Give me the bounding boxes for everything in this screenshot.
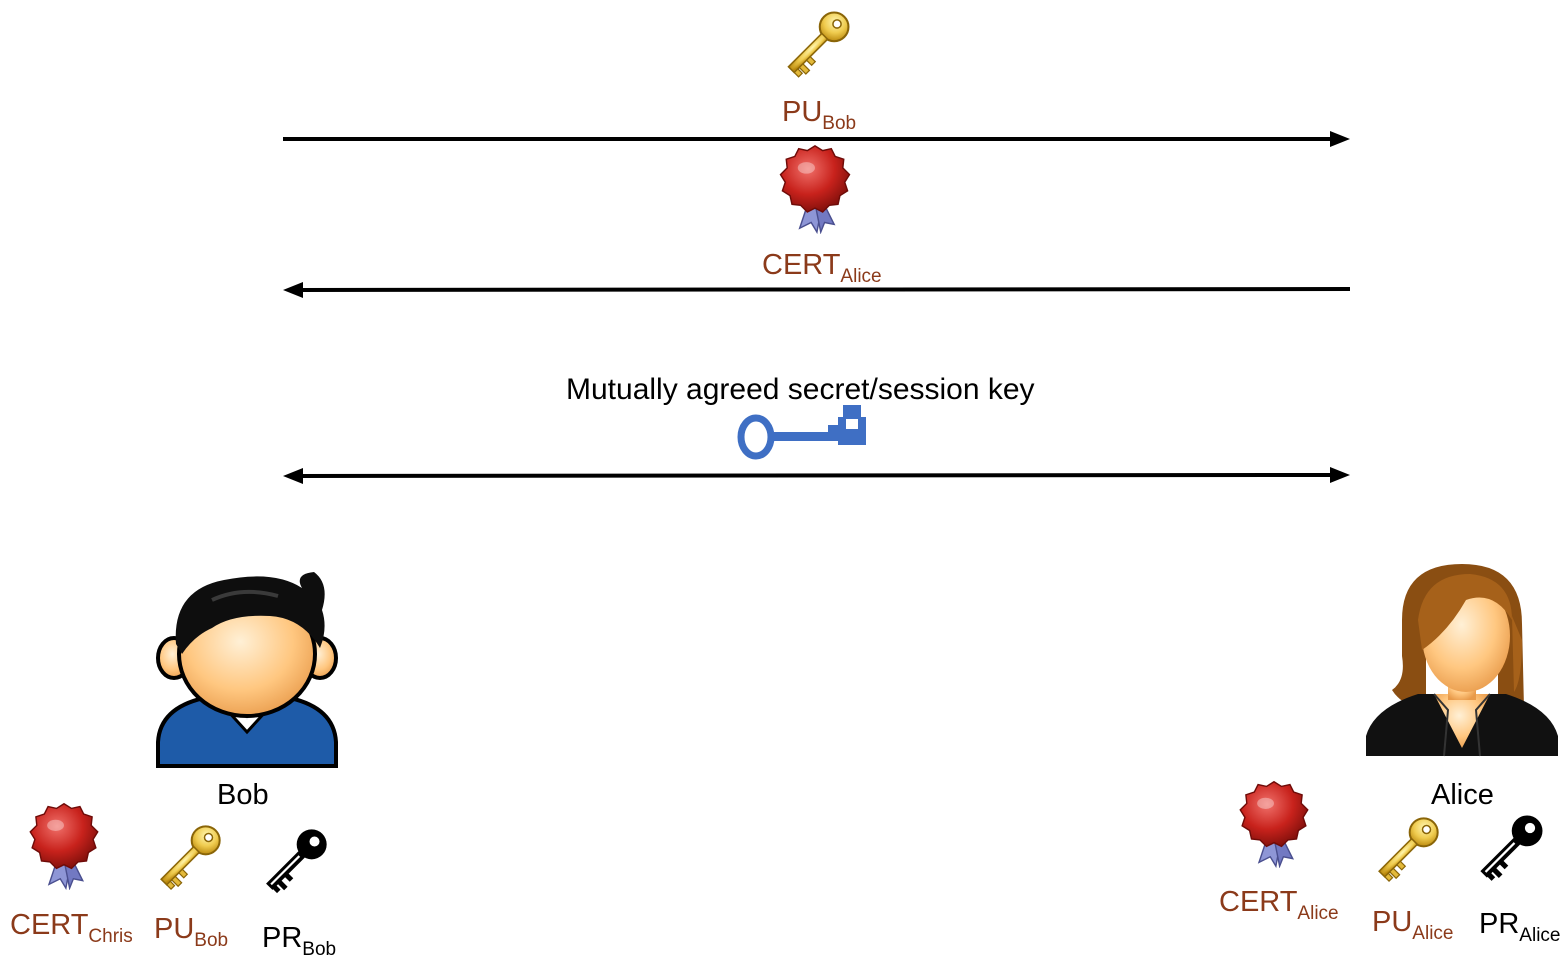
bob-pr-sub: Bob: [302, 939, 337, 960]
alice-pu-base: PU: [1372, 906, 1413, 938]
message-cert-alice-base: CERT: [762, 249, 841, 281]
bob-pu-sub: Bob: [194, 930, 229, 951]
bob-private-key-icon: [254, 822, 334, 902]
bob-public-key-icon: [148, 818, 228, 898]
alice-certificate-icon: [1236, 778, 1312, 868]
alice-avatar: [1366, 564, 1558, 757]
session-key-label: Mutually agreed secret/session key: [566, 373, 1035, 406]
message-pu-bob-sub: Bob: [822, 113, 857, 134]
bob-name: Bob: [217, 779, 269, 811]
bob-certificate-icon: [26, 800, 102, 890]
alice-pr-label: PRAlice: [1479, 908, 1561, 946]
message-pu-bob-label: PUBob: [782, 96, 857, 134]
message-cert-alice-label: CERTAlice: [762, 249, 882, 287]
alice-public-key-icon: [1366, 810, 1446, 890]
alice-cert-sub: Alice: [1297, 903, 1339, 924]
alice-pu-label: PUAlice: [1372, 906, 1454, 944]
bob-pu-label: PUBob: [154, 913, 229, 951]
bob-avatar: [156, 572, 338, 768]
bob-pr-label: PRBob: [262, 922, 337, 960]
message-cert-alice-sub: Alice: [840, 266, 882, 287]
alice-cert-label: CERTAlice: [1219, 886, 1339, 924]
alice-pu-sub: Alice: [1412, 923, 1454, 944]
alice-pr-sub: Alice: [1519, 925, 1561, 946]
bob-cert-label: CERTChris: [10, 909, 133, 947]
alice-cert-base: CERT: [1219, 886, 1298, 918]
message-pu-bob-base: PU: [782, 96, 823, 128]
bob-pr-base: PR: [262, 922, 303, 954]
bob-pu-base: PU: [154, 913, 195, 945]
bob-cert-sub: Chris: [88, 926, 133, 947]
alice-pr-base: PR: [1479, 908, 1520, 940]
session-key-icon: [737, 405, 866, 460]
alice-name: Alice: [1431, 779, 1494, 811]
alice-private-key-icon: [1468, 808, 1550, 890]
bob-cert-base: CERT: [10, 909, 89, 941]
